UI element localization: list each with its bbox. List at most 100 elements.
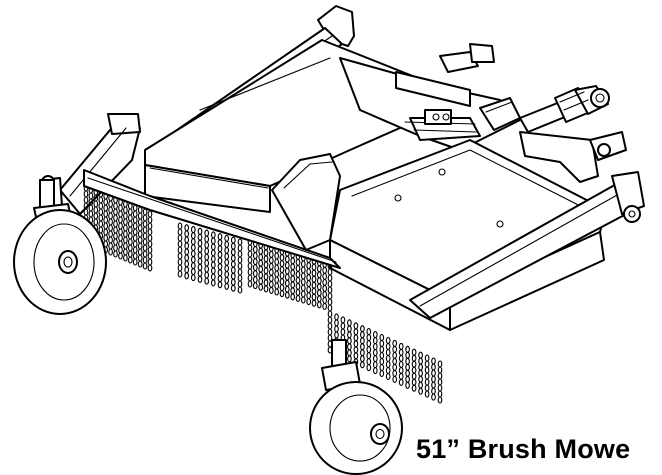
chain-link (247, 256, 253, 264)
chain-link (327, 328, 333, 336)
chain-link (284, 279, 290, 287)
chain-link (311, 269, 317, 277)
chain-link (392, 369, 398, 377)
chain-link (437, 384, 443, 392)
chain-link (268, 274, 274, 282)
chain-link (230, 278, 236, 286)
chain-link (284, 285, 290, 293)
chain-link (379, 357, 385, 366)
chain-link (316, 277, 322, 285)
chain-link (217, 233, 223, 241)
chain-link (411, 354, 417, 362)
chain-link (190, 268, 196, 276)
chain-link (353, 346, 359, 354)
chain-link (418, 387, 423, 395)
chain-link (113, 214, 118, 222)
chain-link (268, 250, 274, 258)
chain-link (279, 284, 285, 292)
chain-link (108, 248, 113, 256)
chain-link (210, 237, 216, 245)
chain-link (113, 244, 118, 252)
chain-link (127, 220, 133, 228)
chain-link (279, 272, 285, 280)
chain-link (108, 206, 113, 214)
chain-link (258, 271, 264, 279)
chain-link (279, 254, 285, 262)
chain-link (411, 348, 417, 356)
chain-link (360, 325, 365, 333)
chain-link (322, 296, 328, 304)
chain-link (311, 293, 317, 301)
chain-link (237, 274, 243, 282)
chain-link (118, 240, 123, 248)
chain-link (411, 384, 417, 392)
chain-link (132, 258, 138, 266)
chain-link (398, 378, 404, 386)
chain-link (392, 375, 398, 383)
pto-shaft (519, 85, 610, 133)
chain-link (247, 262, 253, 270)
chain-link (360, 349, 365, 357)
chain-link (392, 363, 398, 371)
chain-link (268, 256, 274, 264)
chain-link (366, 352, 372, 360)
chain-link (379, 363, 385, 372)
chain-link (290, 263, 296, 271)
chain-link (132, 210, 138, 218)
chain-link (418, 375, 423, 383)
chain-link (93, 200, 99, 208)
chain-link (322, 302, 328, 310)
chain-link (411, 378, 417, 386)
chain-link (113, 226, 118, 234)
chain-link (274, 252, 280, 260)
chain-link (190, 244, 196, 252)
chain-link (142, 250, 148, 258)
chain-link (392, 339, 398, 347)
chain-link (127, 250, 133, 258)
chain-link (137, 254, 143, 262)
chain-link (142, 238, 148, 246)
chain-guard-right (327, 310, 443, 404)
chain-link (98, 196, 104, 204)
chain-link (103, 234, 109, 242)
chain-link (360, 331, 365, 339)
chain-link (327, 268, 333, 276)
chain-link (252, 270, 258, 278)
chain-link (137, 248, 143, 256)
chain-link (392, 345, 398, 353)
chain-link (392, 351, 398, 359)
chain-link (379, 333, 385, 342)
hitch-pins (519, 131, 627, 183)
chain-link (147, 264, 153, 272)
chain-link (118, 216, 123, 224)
chain-link (437, 396, 443, 404)
chain-link (284, 261, 290, 269)
chain-link (347, 337, 352, 345)
hitch-assembly (339, 43, 521, 151)
chain-link (237, 256, 243, 264)
chain-link (217, 281, 223, 289)
chain-link (411, 372, 417, 380)
chain-link (137, 224, 143, 232)
chain-link (184, 266, 190, 274)
chain-link (123, 248, 128, 256)
chain-link (113, 232, 118, 240)
chain-link (274, 282, 280, 290)
chain-link (177, 228, 183, 236)
chain-link (224, 246, 230, 254)
chain-link (263, 285, 269, 293)
chain-link (263, 267, 269, 275)
chain-link (424, 366, 430, 374)
chain-link (132, 216, 138, 224)
chain-link (103, 222, 109, 230)
chain-link (431, 393, 436, 401)
chain-link (210, 279, 216, 287)
chain-link (274, 270, 280, 278)
chain-link (405, 381, 410, 389)
chain-link (237, 280, 243, 288)
right-front-frame-arm (409, 171, 645, 319)
chain-link (204, 241, 210, 249)
chain-link (437, 372, 443, 380)
chain-link (316, 265, 322, 273)
chain-link (142, 214, 148, 222)
